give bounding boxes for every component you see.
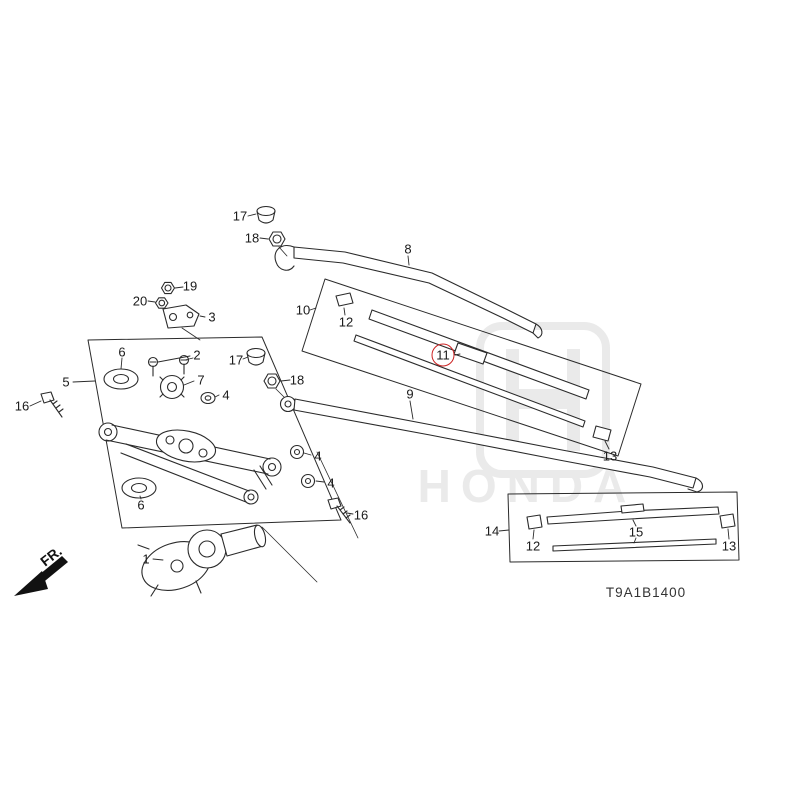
rear-blade-group-box — [507, 491, 740, 563]
callout-6-9[interactable]: 6 — [118, 344, 126, 360]
callout-20-4[interactable]: 20 — [132, 293, 148, 309]
callout-9-17[interactable]: 9 — [406, 386, 414, 402]
callout-3-5[interactable]: 3 — [208, 309, 216, 325]
callout-14-24[interactable]: 14 — [484, 523, 500, 539]
callout-4-16[interactable]: 4 — [222, 387, 230, 403]
honda-h-logo-icon — [506, 349, 580, 451]
rear-blade-connector — [620, 503, 645, 514]
grommet-4b — [289, 444, 305, 460]
callout-13-27[interactable]: 13 — [721, 538, 737, 554]
rear-cap-12b — [526, 514, 543, 530]
nut-18a — [268, 231, 286, 247]
bracket-3 — [162, 304, 200, 329]
callout-7-11[interactable]: 7 — [197, 372, 205, 388]
wiper-motor — [137, 524, 267, 597]
callout-12-25[interactable]: 12 — [525, 538, 541, 554]
screw-2a — [147, 356, 159, 377]
callout-8-2[interactable]: 8 — [404, 241, 412, 257]
callout-15-26[interactable]: 15 — [628, 524, 644, 540]
callout-17-12[interactable]: 17 — [228, 352, 244, 368]
callout-4-19[interactable]: 4 — [314, 448, 322, 464]
callout-17-0[interactable]: 17 — [232, 208, 248, 224]
grommet-4a — [200, 391, 216, 405]
nut-18b — [263, 373, 281, 389]
pivot-cap-12a — [335, 292, 354, 307]
callout-18-13[interactable]: 18 — [289, 372, 305, 388]
washer-6b — [121, 477, 157, 499]
front-blade-assembly — [335, 292, 612, 442]
nut-19 — [160, 281, 176, 295]
mount-rubber-7 — [159, 374, 185, 400]
cap-17a — [256, 205, 276, 224]
washer-6a — [103, 368, 139, 390]
rear-blade-insert — [552, 538, 717, 552]
nut-20 — [154, 297, 169, 309]
watermark-text: HONDA — [418, 460, 637, 512]
callout-4-20[interactable]: 4 — [327, 475, 335, 491]
bolt-16a — [40, 391, 64, 418]
callout-2-10[interactable]: 2 — [193, 347, 201, 363]
leader-lines — [29, 213, 730, 561]
assembly-lines — [181, 246, 359, 583]
blade-insert — [353, 334, 586, 428]
callout-16-22[interactable]: 16 — [353, 507, 369, 523]
grommet-4c — [300, 473, 316, 489]
bolt-16b — [327, 497, 351, 524]
cap-17b — [246, 347, 266, 366]
rear-cap-13b — [719, 513, 736, 529]
callout-11-8[interactable]: 11 — [431, 343, 455, 367]
callout-5-14[interactable]: 5 — [62, 374, 70, 390]
honda-watermark: HONDA — [418, 322, 637, 512]
diagram-code: T9A1B1400 — [606, 585, 686, 600]
callout-18-1[interactable]: 18 — [244, 230, 260, 246]
blade-clip-13a — [592, 425, 612, 442]
front-blade-group-box — [301, 278, 642, 457]
callout-16-15[interactable]: 16 — [14, 398, 30, 414]
wiper-arm-passenger — [279, 395, 704, 493]
callout-13-18[interactable]: 13 — [602, 448, 618, 464]
callout-1-23[interactable]: 1 — [142, 551, 150, 567]
wiper-arm-driver — [274, 245, 543, 339]
callout-6-21[interactable]: 6 — [137, 497, 145, 513]
rear-blade-assembly — [526, 503, 736, 552]
wiper-linkage — [98, 422, 282, 505]
callout-12-7[interactable]: 12 — [338, 314, 354, 330]
callout-19-3[interactable]: 19 — [182, 278, 198, 294]
callout-10-6[interactable]: 10 — [295, 302, 311, 318]
blade-connector-11 — [453, 342, 488, 365]
linkage-group-box — [87, 336, 342, 529]
